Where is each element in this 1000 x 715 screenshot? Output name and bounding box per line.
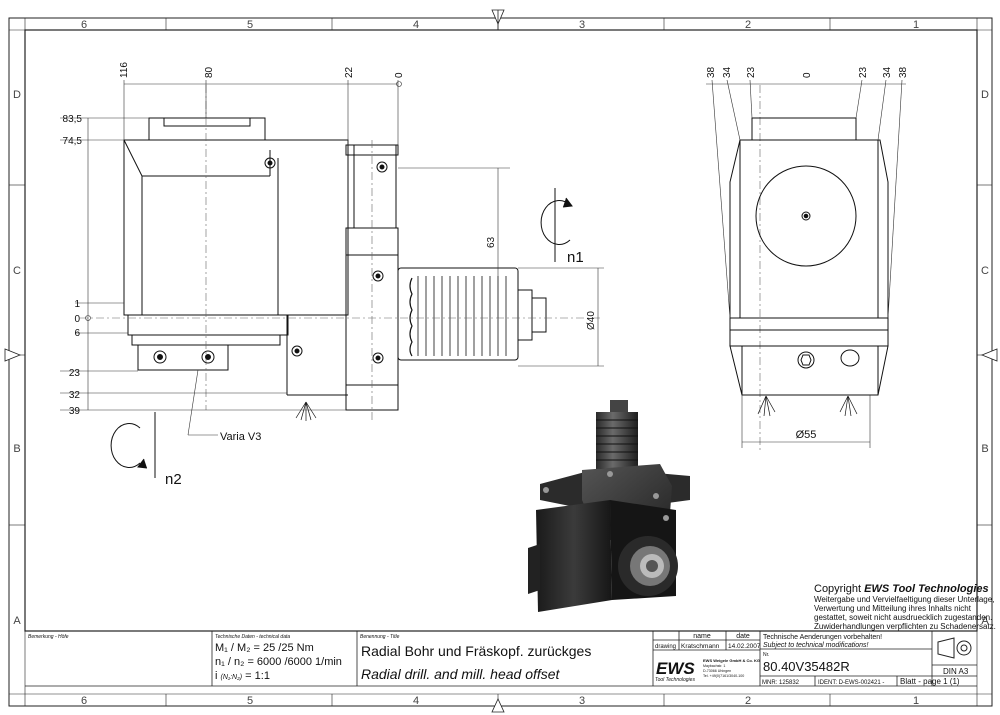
dim-34-left: 34 [722,66,733,78]
dim-38-left: 38 [706,66,717,78]
grid-col-bottom-1: 6 [81,695,87,707]
grid-col-bottom-2: 5 [247,695,253,707]
copyright-notice: Copyright EWS Tool Technologies Weiterga… [814,583,996,631]
copyright-title: Copyright EWS Tool Technologies [814,583,989,595]
dim-39: 39 [69,406,81,417]
dim-23-right: 23 [858,66,869,78]
dim-6: 6 [74,328,80,339]
dim-23-left: 23 [746,66,757,78]
tech-ratio: i (N₁:N₂) = 1:1 [215,670,270,682]
row-drawing-label: drawing [655,644,676,650]
change-german: Technische Aenderungen vorbehalten! [763,634,882,641]
copyright-line-1: Weitergabe und Vervielfaeltigung dieser … [814,595,994,604]
remark-label: Bemerkung - Höfe [28,634,69,640]
grid-col-bottom-6: 1 [913,695,919,707]
grid-row-left-b: B [13,443,20,455]
dim-0-front: 0 [802,72,813,78]
mnr-value: MNR: 125832 [762,680,800,686]
ews-logo-sub: Tool Technologies [655,677,695,683]
grid-col-bottom-3: 4 [413,695,419,707]
n2-label: n2 [165,471,182,488]
grid-row-right-c: C [981,265,989,277]
grid-labels: 6 5 4 3 2 1 6 5 4 3 2 1 D C B A D C B A [13,19,989,707]
tech-speed: n₁ / n₂ = 6000 /6000 1/min [215,656,342,668]
drawer-name: Kratschmann [681,643,720,650]
grid-row-left-d: D [13,89,21,101]
grid-row-left-c: C [13,265,21,277]
ews-logo: EWS [656,659,695,678]
title-label: Benennung - Title [360,634,400,640]
rotation-n2 [110,412,156,478]
grid-row-right-a: A [981,615,989,627]
sheet-page: Blatt - page 1 (1) [900,677,960,686]
grid-col-top-3: 4 [413,19,419,31]
dim-1: 1 [74,299,80,310]
ident-value: IDENT: D-EWS-002421 - [818,680,884,686]
copyright-line-2: Verwertung und Mitteilung ihres Inhalts … [814,604,972,613]
tech-data-label: Technische Daten - technical data [215,634,290,640]
rotation-n1 [540,188,573,262]
copyright-line-4: Zuwiderhandlungen verpflichten zu Schade… [814,622,996,631]
thread [409,277,413,357]
grid-col-top-6: 1 [913,19,919,31]
company-line-4: Tel. +49(0)7161/3040-100 [703,674,744,678]
dim-32: 32 [69,390,81,401]
dim-63: 63 [486,236,497,248]
dim-d55: Ø55 [796,429,817,441]
dim-22: 22 [344,66,355,78]
dim-0-left: 0 [74,314,80,325]
drawing-number: 80.40V35482R [763,659,850,674]
drawing-date: 14.02.2007 [728,643,761,650]
col-date-header: date [736,633,750,640]
side-view-dimensions [60,80,604,436]
grid-col-bottom-4: 3 [579,695,585,707]
dim-34-right: 34 [882,66,893,78]
copyright-line-3: gestattet, soweit nicht ausdruecklich zu… [814,613,992,622]
number-label: Nr. [763,652,769,658]
grid-col-top-1: 6 [81,19,87,31]
dim-80: 80 [204,66,215,78]
projection-symbol-icon [937,637,972,659]
front-view-dimensions [706,79,906,448]
side-view [80,85,761,450]
grid-col-top-5: 2 [745,19,751,31]
grid-col-top-2: 5 [247,19,253,31]
product-3d-render [528,400,690,612]
grid-col-bottom-5: 2 [745,695,751,707]
dim-0-top: 0 [394,72,405,78]
dim-83-5: 83,5 [63,114,83,125]
dim-116: 116 [119,62,130,78]
centering-marks [4,9,998,713]
side-view-dim-labels: 116 80 22 0 83,5 74,5 1 0 6 23 32 39 63 … [63,62,597,443]
dim-38-right: 38 [898,66,909,78]
title-english: Radial drill. and mill. head offset [361,666,561,682]
front-view-dim-labels: 38 34 23 0 23 34 38 Ø55 [706,66,909,441]
dim-74-5: 74,5 [63,136,83,147]
varia-label: Varia V3 [220,431,261,443]
paper-format: DIN A3 [943,667,969,676]
dim-23: 23 [69,368,81,379]
company-line-3: D-73066 Uhingen [703,669,731,673]
title-german: Radial Bohr und Fräskopf. zurückges [361,643,591,659]
dim-d40: Ø40 [586,311,597,330]
front-view [729,117,889,417]
company-line-1: EWS Weigele GmbH & Co. KG [703,658,760,663]
tech-torque: M₁ / M₂ = 25 /25 Nm [215,642,314,654]
title-block [25,630,977,687]
grid-row-right-d: D [981,89,989,101]
company-line-2: Maybachstr. 1 [703,664,725,668]
n1-label: n1 [567,249,584,266]
grid-col-top-4: 3 [579,19,585,31]
grid-row-left-a: A [13,615,21,627]
col-name-header: name [693,633,711,640]
change-english: Subject to technical modifications! [763,642,868,649]
title-block-text: Bemerkung - Höfe Technische Daten - tech… [28,633,969,686]
grid-row-right-b: B [981,443,988,455]
